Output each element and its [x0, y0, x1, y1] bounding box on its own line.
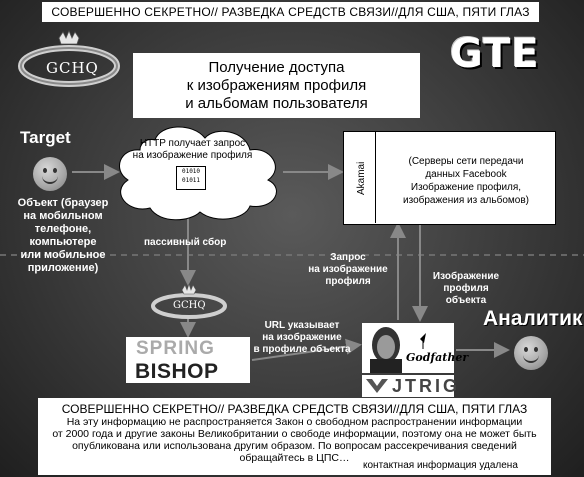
jtrig-emblem-icon [366, 379, 388, 393]
title-box: Получение доступа к изображениям профиля… [133, 53, 420, 118]
object-line-2: на мобильном [23, 210, 103, 222]
footer-line-3: опубликована или использована другим обр… [72, 440, 517, 452]
crown-icon [58, 29, 80, 45]
object-line-4: компьютере [29, 236, 97, 248]
url-line-2: на изображение [262, 332, 342, 343]
footer-line-4: обращайтесь в ЦПС… [239, 452, 350, 464]
akamai-label: Akamai [356, 161, 367, 195]
binary-line-1: 01010 [181, 168, 201, 175]
request-line-1: Запрос [330, 252, 366, 263]
url-line-3: в профиле объекта [253, 344, 351, 355]
url-label: URL указывает на изображение в профиле о… [248, 320, 356, 356]
spring-bishop-logo [126, 337, 250, 383]
godfather-logo: Godfather [362, 323, 468, 373]
binary-line-2: 01011 [181, 177, 201, 184]
image-line-1: Изображение [432, 271, 500, 282]
passive-collection-label: пассивный сбор [144, 237, 227, 248]
akamai-line-4: изображения из альбомов) [403, 195, 529, 206]
object-line-1: Объект (браузер [17, 197, 109, 209]
title-line-2: к изображениям профиля [186, 76, 367, 94]
title-line-1: Получение доступа [208, 58, 345, 76]
jtrig-text: JTRIG [392, 376, 461, 396]
cloud-line-2: на изображение профиля [132, 150, 253, 161]
gchq-logo: GCHQ [16, 29, 122, 88]
title-line-3: и альбомам пользователя [185, 94, 368, 112]
image-line-2: профиля [443, 283, 489, 294]
target-label: Target [20, 128, 71, 147]
request-line-2: на изображение [308, 264, 388, 275]
footer-body: На эту информацию не распространяется За… [44, 416, 545, 464]
gchq-logo-text: GCHQ [46, 59, 99, 77]
analyst-smiley-icon [514, 336, 548, 370]
akamai-box [343, 131, 556, 225]
jtrig-logo: JTRIG [362, 375, 457, 397]
footer-line-2: от 2000 года и другие законы Великобрита… [52, 428, 537, 440]
request-line-3: профиля [325, 276, 371, 287]
analyst-label: Аналитик [483, 307, 583, 330]
footer-contact: контактная информация удалена [363, 460, 518, 471]
classification-banner-top: СОВЕРШЕННО СЕКРЕТНО// РАЗВЕДКА СРЕДСТВ С… [42, 2, 539, 22]
gte-logo: GTE [450, 31, 540, 77]
akamai-description: (Серверы сети передачи данных Facebook И… [386, 155, 546, 207]
akamai-line-1: (Серверы сети передачи [408, 156, 524, 167]
object-description: Объект (браузер на мобильном телефоне, к… [4, 197, 122, 275]
classification-footer: СОВЕРШЕННО СЕКРЕТНО// РАЗВЕДКА СРЕДСТВ С… [38, 398, 551, 475]
godfather-text: Godfather [406, 351, 469, 364]
spring-bishop-top-text: SPRING [136, 338, 215, 359]
image-line-3: объекта [445, 295, 487, 306]
footer-classification: СОВЕРШЕННО СЕКРЕТНО// РАЗВЕДКА СРЕДСТВ С… [61, 402, 528, 416]
godfather-portrait-icon [370, 327, 426, 373]
cloud-text: HTTP получает запрос на изображение проф… [120, 138, 265, 162]
cloud-line-1: HTTP получает запрос [139, 138, 246, 149]
footer-line-1: На эту информацию не распространяется За… [66, 416, 523, 428]
akamai-divider [375, 131, 376, 223]
image-label: Изображение профиля объекта [420, 271, 512, 307]
gchq-small-ring-icon [151, 283, 227, 319]
akamai-line-3: Изображение профиля, [410, 182, 522, 193]
gchq-ring-icon [18, 29, 120, 87]
url-line-1: URL указывает [264, 320, 340, 331]
spring-bishop-bottom-text: BISHOP [135, 360, 219, 383]
akamai-line-2: данных Facebook [425, 169, 507, 180]
crown-small-icon [181, 283, 197, 295]
arrow-url [251, 338, 362, 361]
gchq-small-logo: GCHQ [148, 283, 230, 320]
object-line-6: приложение) [27, 262, 99, 274]
binary-data-icon: 01010 01011 [176, 166, 206, 190]
gchq-small-text: GCHQ [173, 300, 206, 311]
object-line-3: телефоне, [34, 223, 92, 235]
request-label: Запрос на изображение профиля [300, 252, 396, 288]
target-smiley-icon [33, 157, 67, 191]
object-line-5: или мобильное [20, 249, 106, 261]
